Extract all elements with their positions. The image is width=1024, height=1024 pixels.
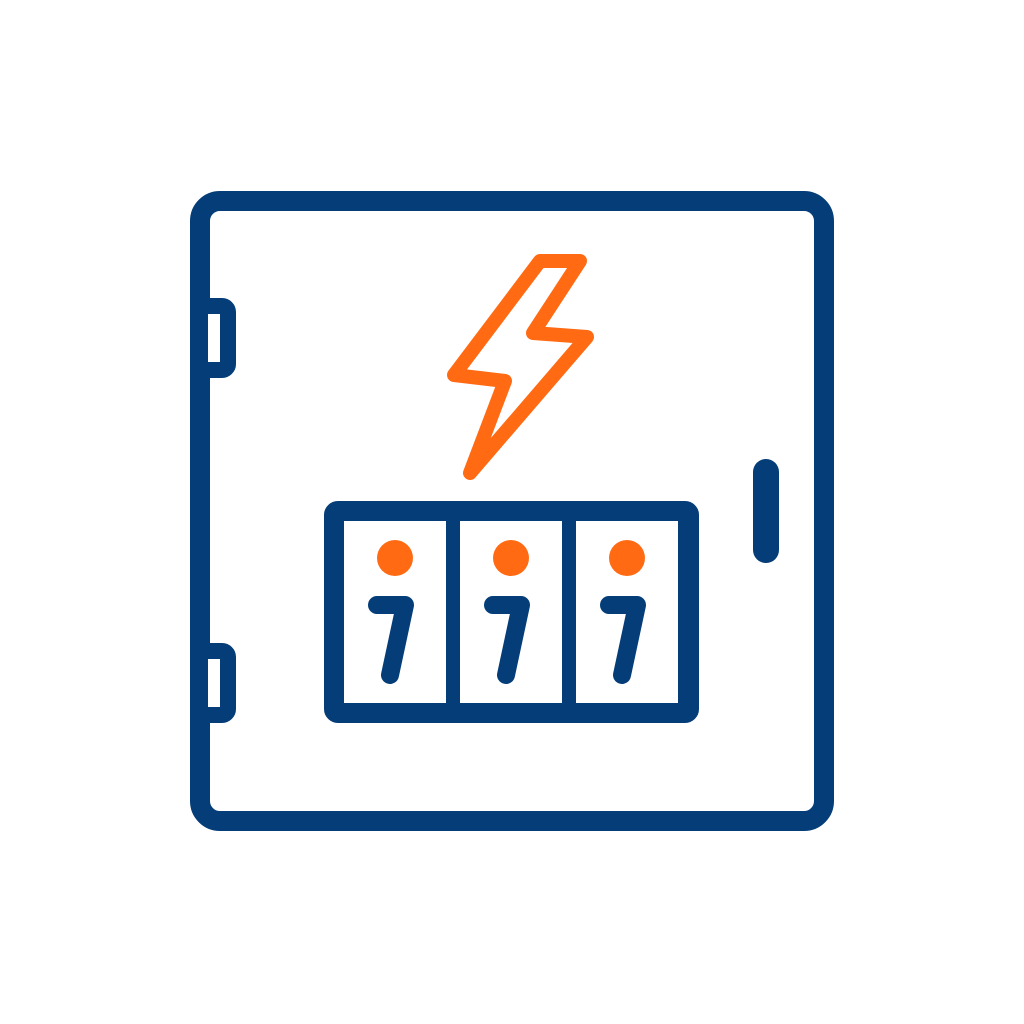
cabinet-door-icon — [190, 191, 834, 831]
breaker-switch — [334, 511, 456, 713]
breaker-switch — [450, 511, 572, 713]
lightning-bolt-icon — [447, 254, 594, 480]
hinge-icon — [192, 298, 236, 378]
hinge-icon — [192, 643, 236, 723]
breaker-switch — [566, 511, 688, 713]
breaker-panel-icon — [324, 501, 699, 723]
